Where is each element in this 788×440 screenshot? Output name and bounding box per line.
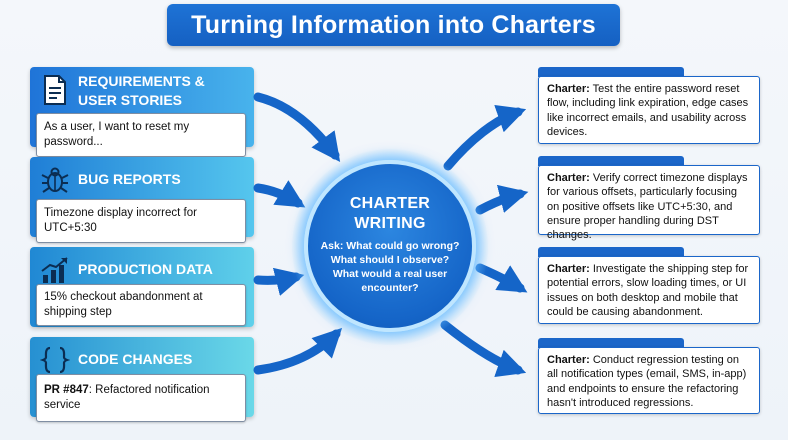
- charter-card-password-reset: Charter: Test the entire password reset …: [538, 76, 760, 144]
- charter-tab: [538, 247, 684, 257]
- arrow-center-to-charter-4: [440, 320, 527, 377]
- charter-tab: [538, 156, 684, 166]
- pr-number: PR #847: [44, 384, 89, 396]
- charter-writing-circle: CHARTER WRITING Ask: What could go wrong…: [304, 160, 476, 332]
- source-label: REQUIREMENTS & USER STORIES: [78, 73, 205, 108]
- charter-card-notifications: Charter: Conduct regression testing on a…: [538, 347, 760, 414]
- arrow-code-changes-to-center: [253, 327, 343, 375]
- charter-prefix: Charter:: [547, 83, 590, 95]
- charter-text: Conduct regression testing on all notifi…: [547, 354, 747, 409]
- charter-card-timezone: Charter: Verify correct timezone display…: [538, 165, 760, 241]
- charter-card-shipping: Charter: Investigate the shipping step f…: [538, 256, 760, 324]
- example-text: As a user, I want to reset my password..…: [44, 121, 190, 148]
- bug-icon: [40, 165, 70, 195]
- arrow-center-to-charter-2: [475, 184, 529, 215]
- source-label: PRODUCTION DATA: [78, 261, 213, 277]
- charter-prefix: Charter:: [547, 354, 590, 366]
- charter-prefix: Charter:: [547, 263, 590, 275]
- source-label: CODE CHANGES: [78, 351, 193, 367]
- arrow-center-to-charter-3: [475, 263, 528, 293]
- arrow-bug-reports-to-center: [253, 180, 306, 208]
- growth-chart-icon: [40, 255, 70, 285]
- center-title: CHARTER WRITING: [349, 195, 431, 232]
- arrow-center-to-charter-1: [443, 105, 527, 171]
- source-example-production-data: 15% checkout abandonment at shipping ste…: [36, 284, 246, 326]
- source-example-bug-reports: Timezone display incorrect for UTC+5:30: [36, 199, 246, 243]
- document-icon: [40, 75, 70, 105]
- charter-prefix: Charter:: [547, 172, 590, 184]
- arrow-production-data-to-center: [253, 267, 305, 296]
- charter-tab: [538, 338, 684, 348]
- arrow-requirements-to-center: [253, 92, 341, 162]
- charter-text: Test the entire password reset flow, inc…: [547, 83, 749, 138]
- source-label: BUG REPORTS: [78, 171, 181, 187]
- example-text: 15% checkout abandonment at shipping ste…: [44, 291, 203, 318]
- charter-text: Investigate the shipping step for potent…: [547, 263, 749, 318]
- curly-braces-icon: [40, 345, 70, 375]
- center-questions: Ask: What could go wrong? What should I …: [320, 240, 460, 294]
- charter-text: Verify correct timezone displays for var…: [547, 172, 748, 242]
- source-example-requirements: As a user, I want to reset my password..…: [36, 113, 246, 157]
- example-text: Timezone display incorrect for UTC+5:30: [44, 207, 197, 234]
- page-title: Turning Information into Charters: [167, 4, 620, 46]
- charter-tab: [538, 67, 684, 77]
- source-example-code-changes: PR #847: Refactored notification service: [36, 374, 246, 422]
- example-text: : Refactored notification service: [44, 384, 210, 411]
